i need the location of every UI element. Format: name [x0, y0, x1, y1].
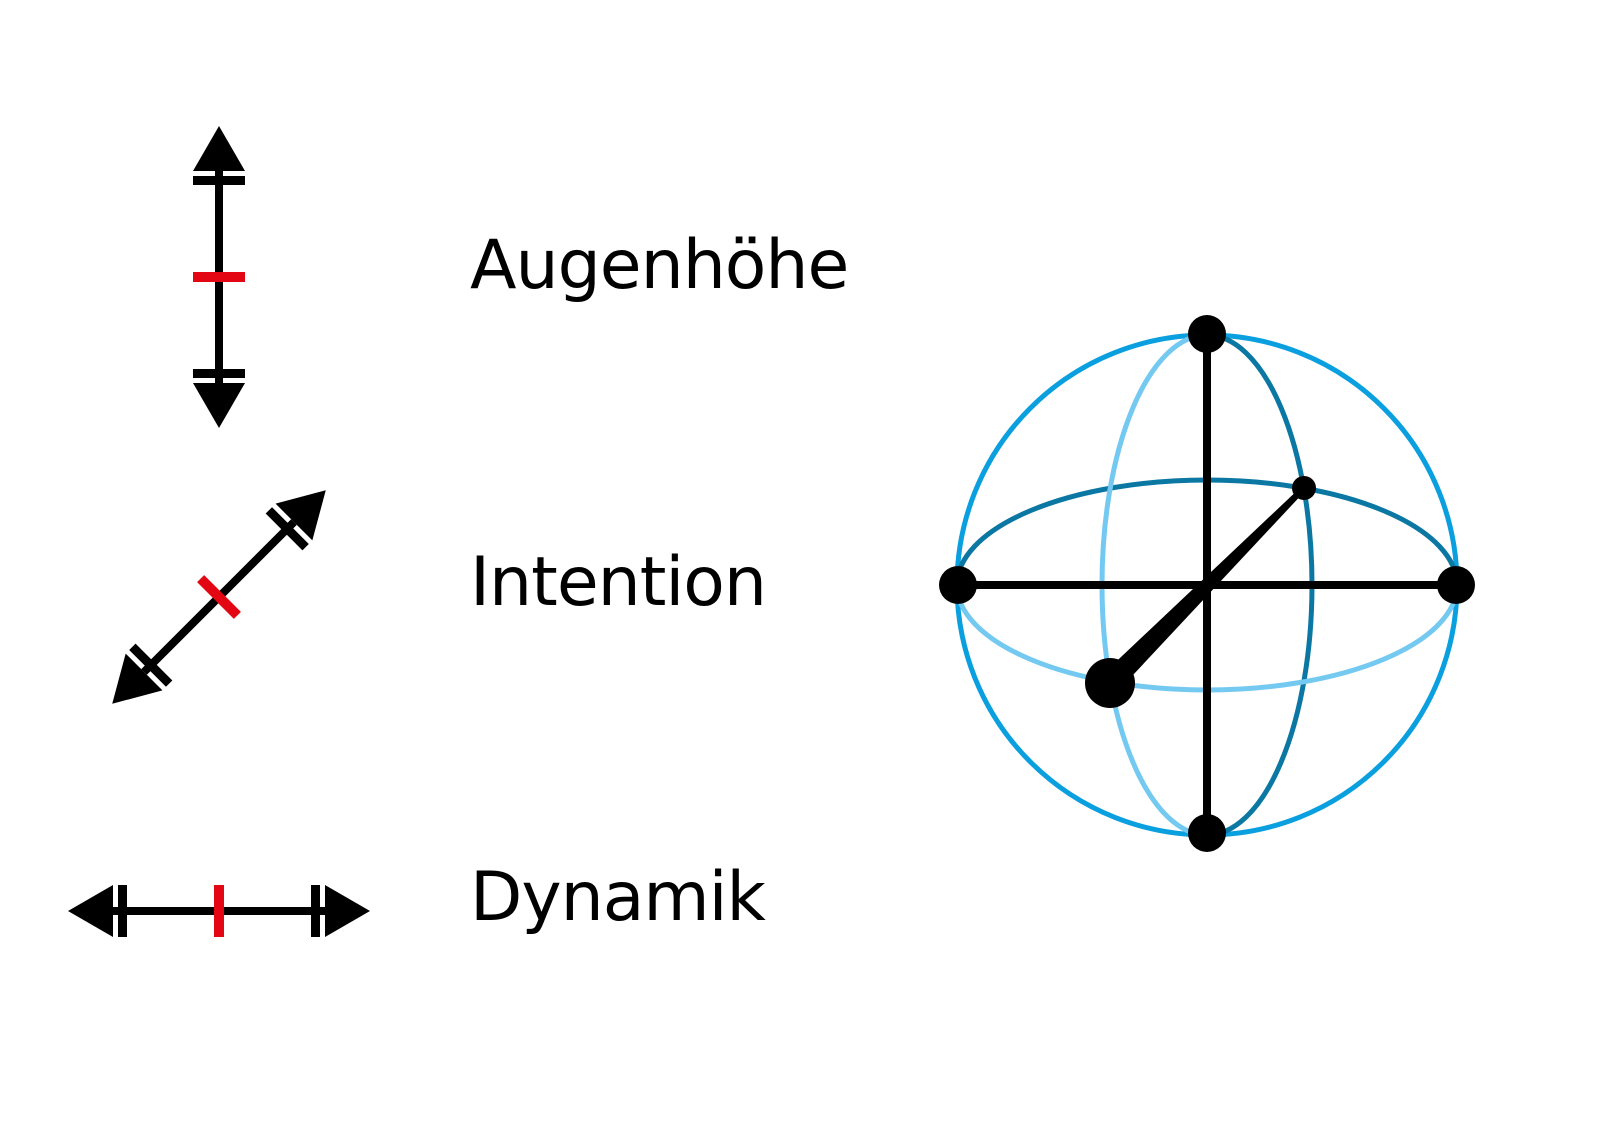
top-pole-dot	[1188, 315, 1226, 353]
depth-axis	[1102, 486, 1306, 691]
vertical-double-arrow-icon	[193, 126, 245, 428]
back-dot	[1292, 476, 1316, 500]
sphere-axes-icon	[939, 315, 1475, 852]
left-dot	[939, 566, 977, 604]
label-intention: Intention	[470, 543, 767, 622]
label-eye-level: Augenhöhe	[470, 226, 849, 305]
front-dot	[1085, 658, 1135, 708]
bottom-pole-dot	[1188, 814, 1226, 852]
label-dynamics: Dynamik	[470, 858, 766, 937]
right-dot	[1437, 566, 1475, 604]
diagonal-double-arrow-icon	[94, 472, 344, 722]
horizontal-double-arrow-icon	[68, 885, 370, 937]
